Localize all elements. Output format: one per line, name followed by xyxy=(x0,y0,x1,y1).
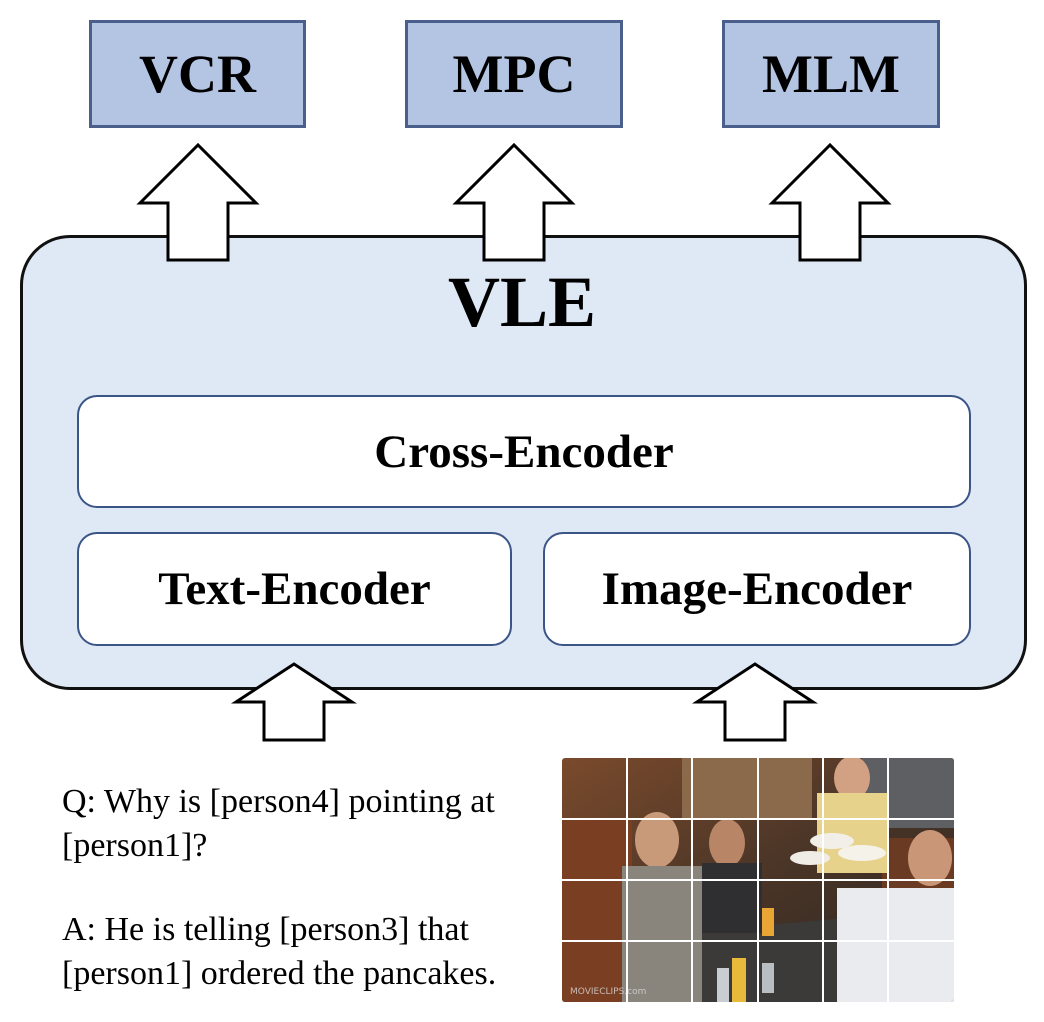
patch-grid xyxy=(562,758,954,1002)
cross-encoder-box: Cross-Encoder xyxy=(77,395,971,508)
task-vcr-label: VCR xyxy=(139,44,256,104)
scene-image: MOVIECLIPS.com xyxy=(562,758,954,1002)
task-vcr-box: VCR xyxy=(89,20,306,128)
task-mpc-label: MPC xyxy=(452,44,576,104)
scene-illustration: MOVIECLIPS.com xyxy=(562,758,954,1002)
question-text: Q: Why is [person4] pointing at [person1… xyxy=(62,783,495,864)
text-encoder-label: Text-Encoder xyxy=(158,563,431,615)
watermark-text: MOVIECLIPS.com xyxy=(570,987,646,997)
cross-encoder-label: Cross-Encoder xyxy=(374,425,674,478)
arrow-up-image-input xyxy=(691,662,819,742)
arrow-up-vcr xyxy=(136,142,260,262)
arrow-up-text-input xyxy=(230,662,358,742)
task-mpc-box: MPC xyxy=(405,20,623,128)
image-encoder-box: Image-Encoder xyxy=(543,532,971,646)
arrow-up-mlm xyxy=(768,142,892,262)
task-mlm-label: MLM xyxy=(762,44,900,104)
text-encoder-box: Text-Encoder xyxy=(77,532,512,646)
arrow-up-mpc xyxy=(452,142,576,262)
task-mlm-box: MLM xyxy=(722,20,940,128)
vle-title: VLE xyxy=(447,262,597,342)
image-encoder-label: Image-Encoder xyxy=(601,563,913,615)
answer-text: A: He is telling [person3] that [person1… xyxy=(62,911,497,992)
